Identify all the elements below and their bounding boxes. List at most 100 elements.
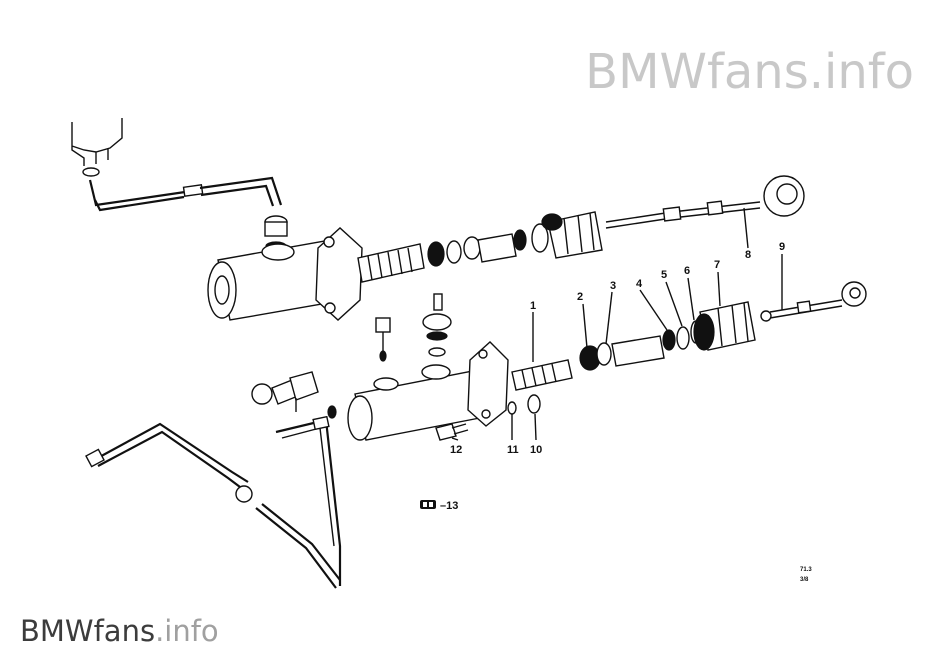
hose-line-upper (93, 422, 249, 483)
line-vertical-outline (281, 427, 335, 547)
lower-inlet-1 (373, 377, 399, 391)
upper-flange-hole-bottom (324, 302, 336, 314)
reference-box-icon-right (429, 502, 433, 507)
line-vertical (275, 418, 342, 586)
feed-hose-left-outline (94, 195, 185, 212)
watermark-top: BMWfans.info (585, 44, 914, 100)
leader-7 (717, 271, 721, 307)
bolt-12-head (435, 423, 457, 441)
upper-ring-1 (427, 241, 445, 267)
lower-cylinder-end (347, 395, 373, 441)
feed-hose-right-outline (200, 184, 275, 207)
callout-3: 3 (610, 280, 616, 292)
hose-connector (182, 183, 204, 197)
lower-assembly (85, 281, 867, 589)
lower-cup-4 (662, 329, 676, 351)
callout-6: 6 (684, 265, 690, 277)
leader-3 (605, 291, 613, 345)
leader-6 (687, 277, 695, 321)
upper-boot-ribs (367, 247, 413, 281)
lower-flange-hole-bottom (481, 409, 491, 419)
reference-number: –13 (440, 500, 458, 512)
upper-assembly (71, 118, 805, 321)
lower-ring-3 (596, 342, 612, 366)
upper-flange-hole-top (323, 236, 335, 248)
leader-10 (534, 413, 537, 441)
upper-cylinder-bore (214, 275, 230, 305)
line-lower-left-outline (261, 503, 341, 581)
reservoir-seal (82, 167, 100, 177)
leader-2 (582, 303, 588, 349)
reference-box-icon-left (423, 502, 427, 507)
upper-ring-2 (446, 240, 462, 264)
callout-11: 11 (507, 444, 519, 456)
leader-12 (451, 437, 459, 441)
reservoir-fragment (71, 118, 123, 166)
callout-8: 8 (745, 249, 751, 261)
callout-labels: 1 2 3 4 5 6 7 8 9 10 11 12 (450, 241, 785, 456)
leader-4 (639, 289, 668, 331)
bolt-12-shank (451, 423, 469, 435)
lower-clevis-hole (849, 287, 861, 299)
feed-hose-left (88, 179, 186, 207)
corner-code-line2: 3/8 (800, 577, 809, 583)
corner-code: 71.3 3/8 (800, 567, 812, 583)
lower-flange-hole-top (478, 349, 488, 359)
upper-pushrod-collar (706, 200, 724, 216)
hose-end-fitting (85, 448, 105, 468)
upper-flange (315, 227, 363, 321)
line-lower-left (255, 507, 337, 589)
leader-5 (665, 281, 683, 327)
upper-cup (513, 229, 527, 251)
upper-piston (477, 233, 517, 263)
watermark-bottom: BMWfans.info (20, 614, 219, 648)
callout-1: 1 (530, 300, 536, 312)
lower-grommet (428, 347, 446, 357)
lower-pushrod-end (760, 310, 772, 322)
nut-10 (527, 394, 541, 414)
leader-lines (451, 207, 783, 441)
callout-2: 2 (577, 291, 583, 303)
corner-code-line1: 71.3 (800, 567, 812, 573)
upper-washer (531, 223, 549, 253)
watermark-bottom-suffix: .info (155, 614, 219, 648)
upper-cap-body (264, 221, 288, 237)
reference-box-icon (420, 500, 436, 509)
lower-flange (467, 341, 509, 427)
lower-stem (433, 293, 443, 311)
callout-9: 9 (779, 241, 785, 253)
watermark-bottom-main: BMWfans (20, 614, 156, 648)
upper-pushrod-nut (662, 206, 682, 222)
hose-line-lower (97, 430, 245, 491)
leader-8 (743, 207, 749, 249)
callout-10: 10 (530, 444, 542, 456)
lower-pushrod-nut (796, 300, 812, 314)
banjo-fitting (289, 371, 319, 401)
hose-bracket (235, 485, 253, 503)
lower-small-tip (379, 350, 387, 362)
banjo-bolt-head (251, 383, 273, 405)
lower-cap (422, 313, 452, 331)
upper-pushrod-top (605, 201, 761, 223)
lower-piston (611, 335, 665, 367)
upper-rear-boot-ribs (563, 212, 595, 255)
callout-7: 7 (714, 259, 720, 271)
upper-rear-boot-lip (541, 213, 563, 231)
line-nut (312, 415, 330, 431)
lower-washer-5 (676, 326, 690, 350)
upper-cylinder-inlet (261, 243, 295, 261)
callout-5: 5 (661, 269, 667, 281)
lower-small-cap (375, 317, 391, 333)
feed-hose-right (199, 176, 283, 206)
reference-note: –13 (420, 500, 458, 512)
upper-boot (357, 243, 425, 283)
upper-clevis-hole (776, 183, 798, 205)
lower-cap-seal (426, 331, 448, 341)
callout-12: 12 (450, 444, 462, 456)
lower-rear-boot-ribs (717, 302, 749, 347)
lower-boot-ribs (521, 363, 557, 389)
washer-11 (507, 401, 517, 415)
lower-inlet-2 (421, 364, 451, 380)
